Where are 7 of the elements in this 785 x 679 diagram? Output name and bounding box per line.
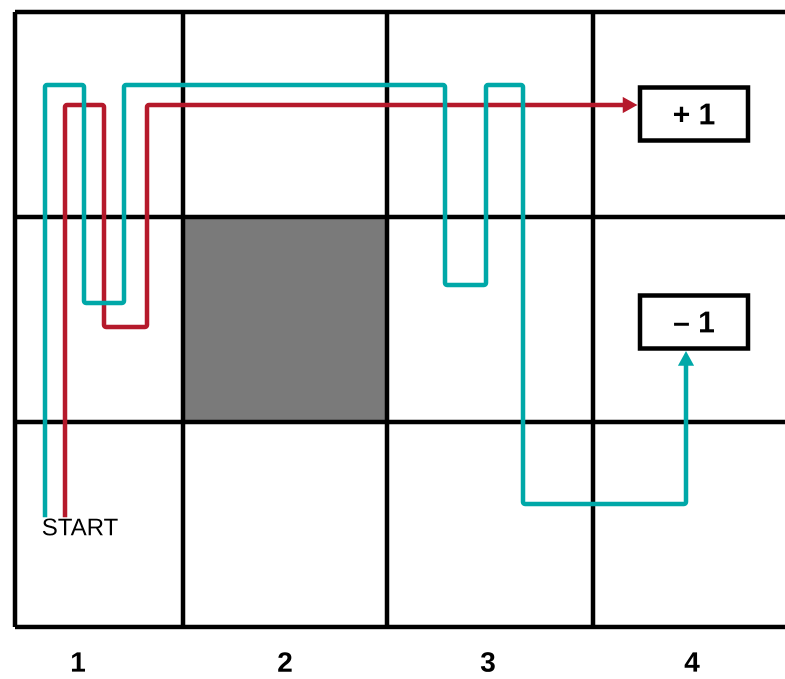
start-label: START — [42, 518, 118, 536]
reward-box: – 1 — [638, 293, 750, 351]
column-number: 2 — [278, 652, 292, 672]
column-number: 3 — [480, 652, 495, 672]
column-number: 4 — [684, 652, 700, 672]
reward-box: + 1 — [638, 85, 750, 143]
column-number: 1 — [72, 652, 85, 672]
